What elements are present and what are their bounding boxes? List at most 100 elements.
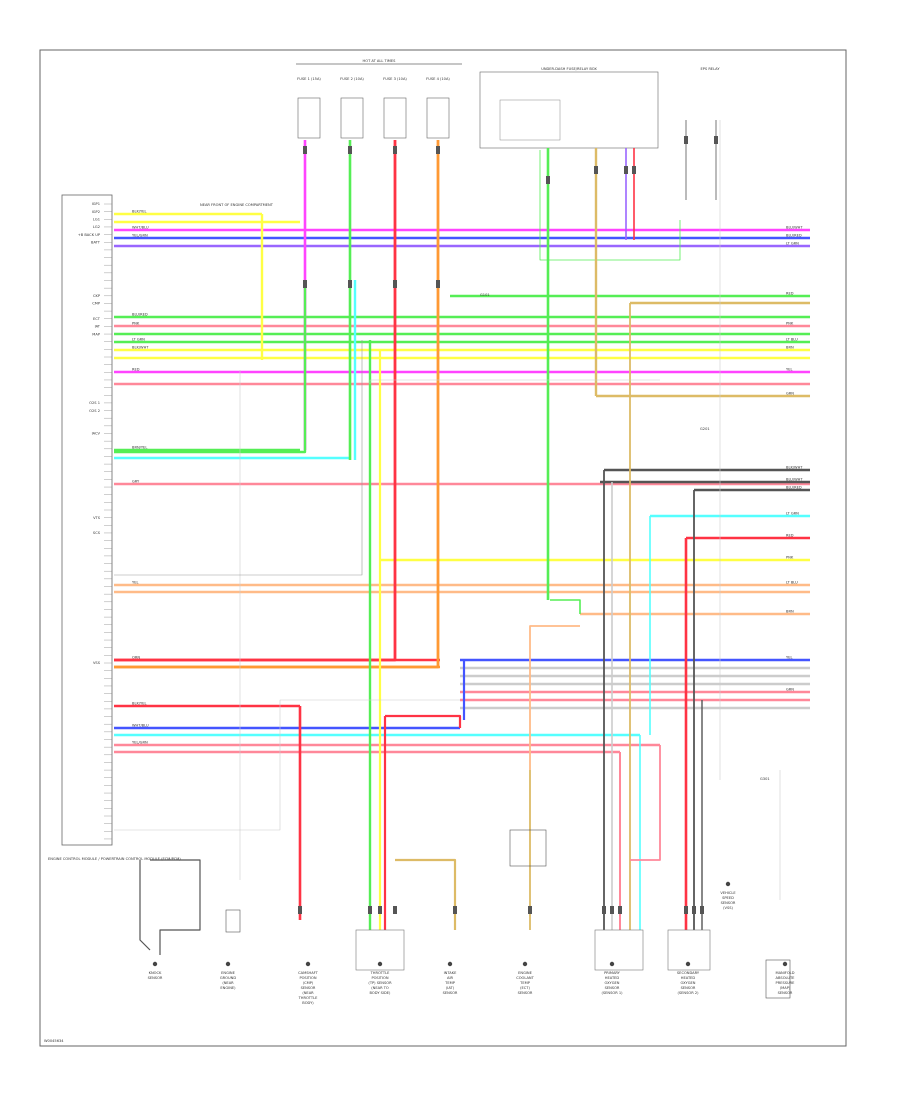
- right-wire-label: BLK/WHT: [786, 465, 803, 469]
- component-label-line: (NEAR TO: [371, 986, 389, 990]
- ground-icon: [225, 961, 231, 967]
- bottom-components: KNOCKSENSORENGINEGROUND(NEARENGINE)CAMSH…: [148, 881, 796, 1005]
- connector-pin: [436, 280, 440, 288]
- right-wire-label: PNK: [786, 321, 794, 325]
- connector-label: G301: [760, 777, 770, 781]
- o2-sensor-2-box: [667, 929, 711, 971]
- ecm-pin-label: +B BACK UP: [78, 233, 101, 237]
- wire-color-label: BRN/YEL: [132, 445, 147, 449]
- component-label-line: TEMP: [444, 981, 456, 985]
- ground-icon: [522, 961, 528, 967]
- connector-pin: [348, 280, 352, 288]
- component-label-line: SENSOR: [681, 986, 696, 990]
- component-cmp-sensor: CAMSHAFTPOSITION(CMP)SENSOR(NEARTHROTTLE…: [298, 961, 319, 1005]
- tp-sensor-box: [355, 929, 405, 971]
- component-label-line: PRESSURE: [776, 981, 796, 985]
- connector-label: G201: [700, 427, 710, 431]
- wires: BLK/YEL WHT/BLU YEL/GRN BLU/RED PNK LT GRN BLK…: [114, 120, 810, 999]
- component-label-line: AIR: [447, 976, 454, 980]
- right-wire-label: GRN: [786, 391, 794, 395]
- component-label-line: ABSOLUTE: [776, 976, 796, 980]
- ecm-pin-label: LG1: [93, 218, 100, 222]
- ground-icon: [609, 961, 615, 967]
- connector-pin: [393, 280, 397, 288]
- ecm-pin-label: MAP: [92, 332, 101, 336]
- component-label-line: (CMP): [303, 981, 314, 985]
- diagram-border: [39, 49, 847, 1047]
- wire-color-label: GRY: [132, 479, 140, 483]
- component-label-line: (SENSOR 1): [601, 991, 623, 995]
- component-label-line: TEMP: [519, 981, 531, 985]
- wire-color-label: BLK/YEL: [132, 701, 147, 705]
- wire-color-label: YEL: [132, 580, 138, 584]
- connector-pin: [393, 906, 397, 914]
- right-wire-label: RED: [786, 533, 794, 537]
- fuse-box-3: [383, 97, 407, 139]
- ecm-pin-label: IGP2: [92, 210, 100, 214]
- fuse-label-3: FUSE 3 (10A): [383, 77, 407, 81]
- component-label-line: VEHICLE: [720, 891, 736, 895]
- connector-pin: [684, 136, 688, 144]
- component-label-line: ENGINE: [518, 971, 532, 975]
- wire-color-label: BLK/WHT: [132, 345, 149, 349]
- component-label-line: KNOCK: [149, 971, 162, 975]
- wire-color-label: BLU/RED: [132, 312, 148, 316]
- ground-icon: [725, 881, 731, 887]
- connector-pin: [594, 166, 598, 174]
- ecm-pin-label: O2S 1: [89, 401, 100, 405]
- connector-pin: [624, 166, 628, 174]
- ecm-pin-label: VSS: [93, 661, 101, 665]
- ecm-pin-label: IAT: [95, 325, 101, 329]
- fuse-box-4: [426, 97, 450, 139]
- component-label-line: MANIFOLD: [776, 971, 795, 975]
- component-label-line: SENSOR: [301, 986, 316, 990]
- fuse-label-1: FUSE 1 (15A): [297, 77, 321, 81]
- component-label-line: SENSOR: [443, 991, 458, 995]
- connector-pin: [714, 136, 718, 144]
- component-label-line: SENSOR: [605, 986, 620, 990]
- wire-thin-3: [369, 379, 660, 384]
- component-label-line: ENGINE: [221, 971, 235, 975]
- component-label-line: SECONDARY: [677, 971, 700, 975]
- wire-color-label: WHT/BLU: [132, 225, 149, 229]
- under-dash-fuse-box: [479, 71, 659, 149]
- component-label-line: BODY SIDE): [370, 991, 392, 995]
- label-hot-all: HOT AT ALL TIMES: [363, 59, 397, 63]
- component-label-line: OXYGEN: [681, 981, 696, 985]
- ground-icon: [685, 961, 691, 967]
- connector-pin: [602, 906, 606, 914]
- map-sensor-box: [765, 959, 791, 999]
- connector-label: G101: [480, 293, 490, 297]
- component-label-line: (IAT): [446, 986, 455, 990]
- ecm-pin-label: CKP: [93, 294, 101, 298]
- ecm-pin-label: O2S 2: [89, 409, 100, 413]
- ground-icon: [782, 961, 788, 967]
- ecm-label: ENGINE CONTROL MODULE / POWERTRAIN CONTR…: [48, 857, 181, 861]
- wire-color-label: YEL/GRN: [132, 740, 148, 744]
- relay-box: [499, 99, 561, 141]
- right-wire-label: BLU/RED: [786, 485, 802, 489]
- component-label-line: BODY): [302, 1001, 314, 1005]
- wire-knock-sensor: [150, 859, 201, 955]
- connector-pin: [610, 906, 614, 914]
- component-label-line: SPEED: [722, 896, 734, 900]
- component-label-line: POSITION: [299, 976, 316, 980]
- connector-pin: [348, 146, 352, 154]
- ect-sensor-box: [509, 829, 547, 867]
- component-label-line: (SENSOR 2): [677, 991, 699, 995]
- wire-color-label: LT GRN: [132, 337, 145, 341]
- component-label-line: INTAKE: [444, 971, 457, 975]
- right-wire-label: YEL: [786, 367, 792, 371]
- ecm-note: NEAR FRONT OF ENGINE COMPARTMENT: [200, 203, 274, 207]
- connector-pin: [303, 146, 307, 154]
- wire-peach-branch: [529, 625, 580, 770]
- right-wire-label: BRN: [786, 609, 794, 613]
- ground-icon: [152, 961, 158, 967]
- wire-tan-iat: [395, 858, 457, 930]
- component-label-line: ENGINE): [220, 986, 236, 990]
